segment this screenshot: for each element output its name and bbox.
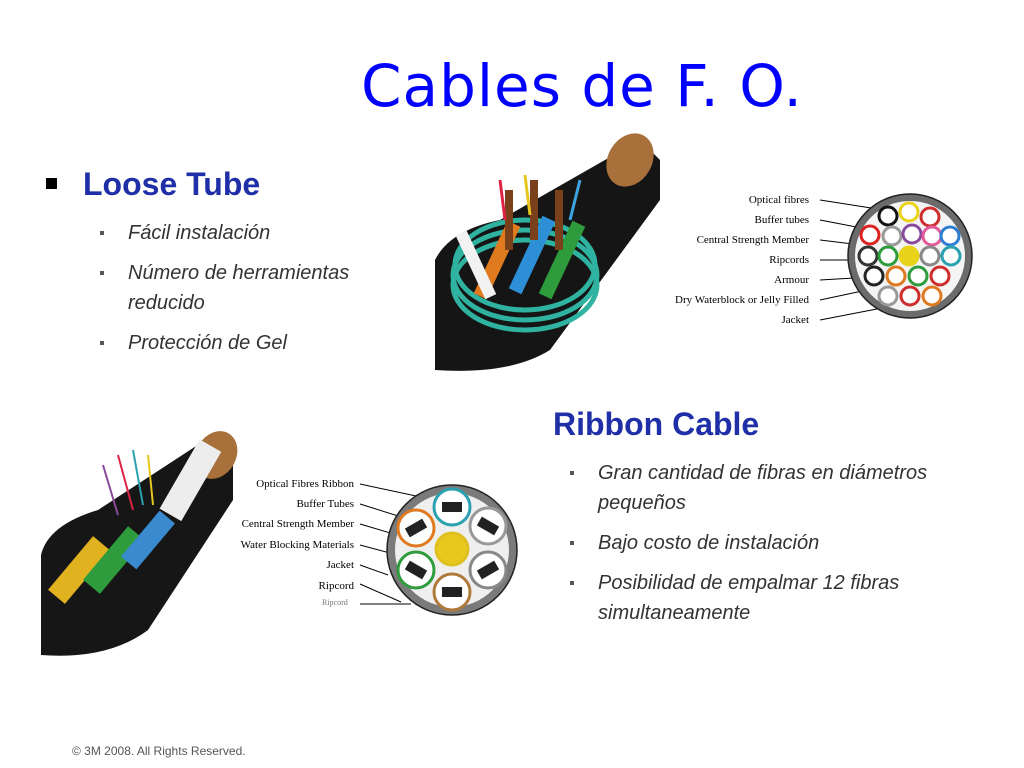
diagram-label: Buffer tubes: [754, 214, 809, 226]
loose-tube-heading: Loose Tube: [83, 166, 261, 202]
list-item: Fácil instalación: [98, 218, 398, 248]
diagram-label: Optical Fibres Ribbon: [256, 478, 354, 490]
ribbon-cable-cross-section: [359, 483, 518, 616]
diagram-label: Central Strength Member: [241, 518, 354, 530]
diagram-label: Dry Waterblock or Jelly Filled: [675, 294, 809, 306]
diagram-label: Buffer Tubes: [296, 498, 354, 510]
list-item: Posibilidad de empalmar 12 fibras simult…: [568, 568, 968, 628]
diagram-label: Ripcord: [318, 580, 354, 592]
loose-tube-bullets: Fácil instalación Número de herramientas…: [98, 218, 398, 368]
diagram-stamp-label: Ripcord: [322, 598, 348, 607]
diagram-label: Armour: [774, 274, 809, 286]
slide-title: Cables de F. O.: [361, 52, 803, 120]
list-item: Gran cantidad de fibras en diámetros peq…: [568, 458, 968, 518]
ribbon-cable-bullets: Gran cantidad de fibras en diámetros peq…: [568, 458, 968, 638]
diagram-label: Water Blocking Materials: [240, 539, 354, 551]
diagram-label: Optical fibres: [748, 194, 809, 206]
bullet-square: [46, 178, 57, 189]
loose-tube-cross-section: [819, 193, 973, 321]
list-item: Número de herramientas reducido: [98, 258, 398, 318]
diagram-label: Ripcords: [769, 254, 809, 266]
ribbon-cable-heading: Ribbon Cable: [553, 406, 760, 442]
copyright-footer: © 3M 2008. All Rights Reserved.: [72, 744, 246, 758]
diagram-label: Jacket: [781, 314, 809, 326]
list-item: Protección de Gel: [98, 328, 398, 358]
ribbon-cable-image: [41, 431, 238, 656]
loose-tube-cable-image: [435, 133, 660, 371]
diagram-label: Central Strength Member: [696, 234, 809, 246]
list-item: Bajo costo de instalación: [568, 528, 968, 558]
diagram-label: Jacket: [326, 559, 354, 571]
